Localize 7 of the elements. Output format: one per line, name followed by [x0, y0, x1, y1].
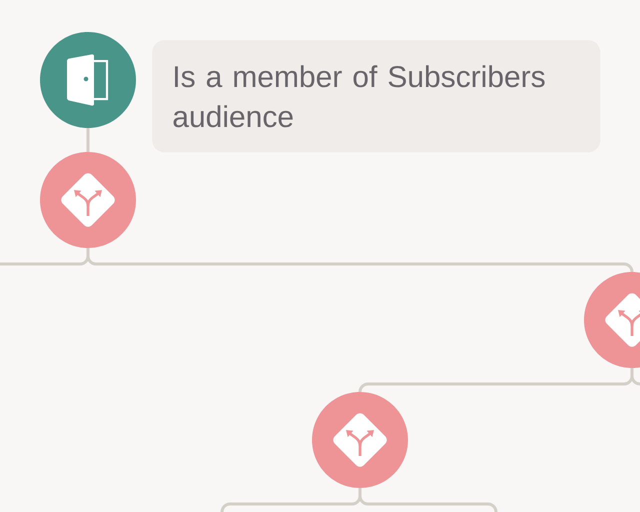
connector-line [630, 376, 640, 386]
connector-line [358, 376, 634, 392]
connector-line [358, 488, 498, 512]
condition-box: Is a member of Subscribers audience [152, 40, 600, 152]
connector-line [86, 248, 634, 273]
connector-line [630, 368, 634, 376]
connector-line [86, 128, 90, 152]
